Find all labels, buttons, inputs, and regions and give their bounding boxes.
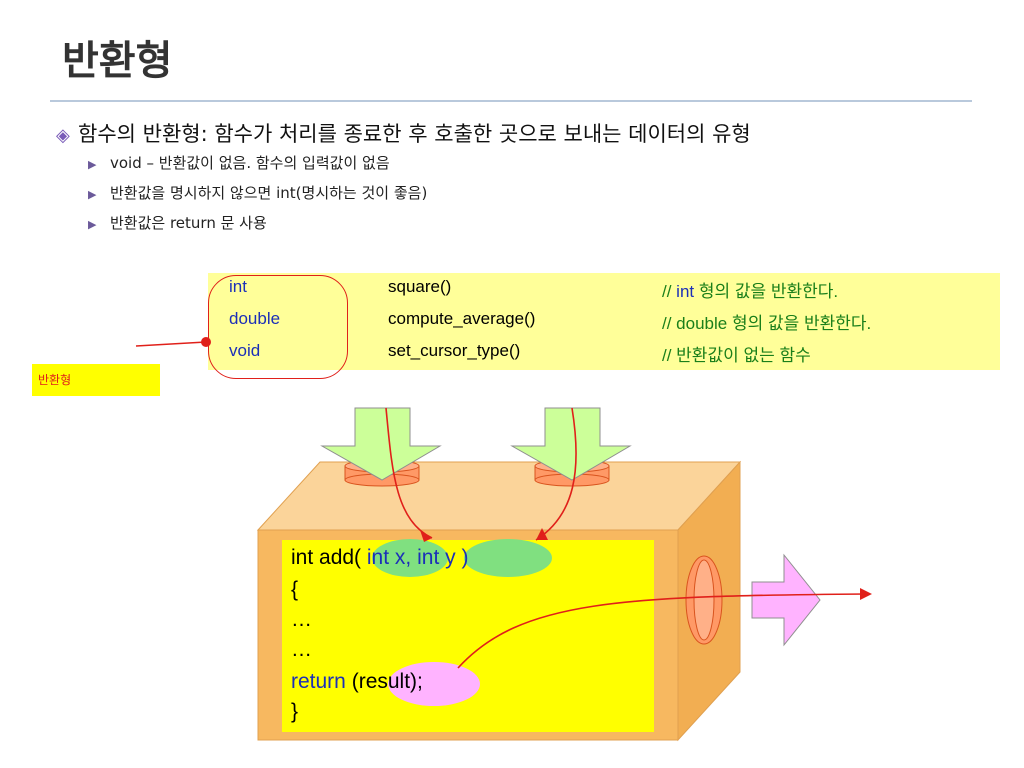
callout-dot [201, 337, 211, 347]
main-bullet: ◈ 함수의 반환형: 함수가 처리를 종료한 후 호출한 곳으로 보내는 데이터의… [56, 118, 751, 148]
return-type-highlight [208, 275, 348, 379]
comment-double: // double 형의 값을 반환한다. [662, 314, 872, 333]
return-keyword: return [291, 670, 352, 693]
func-compute-average: compute_average() [388, 309, 536, 328]
result-value: (result) [351, 670, 418, 693]
code-line-close-brace: } [291, 700, 299, 723]
triangle-bullet-icon: ▶ [88, 218, 97, 231]
code-line-ellipsis: … [291, 638, 312, 661]
triangle-bullet-icon: ▶ [88, 188, 97, 201]
flow-line-x [385, 407, 433, 539]
triangle-bullet-icon: ▶ [88, 158, 97, 171]
flow-line-y [535, 407, 577, 541]
callout-line [135, 341, 207, 347]
sub-bullet-text: void – 반환값이 없음. 함수의 입력값이 없음 [110, 154, 390, 172]
sub-bullet: ▶ void – 반환값이 없음. 함수의 입력값이 없음 [88, 152, 390, 173]
title-divider [50, 100, 972, 102]
param-y-ellipse [464, 539, 552, 577]
output-arrow [751, 553, 821, 647]
main-bullet-text: 함수의 반환형: 함수가 처리를 종료한 후 호출한 곳으로 보내는 데이터의 … [78, 122, 751, 146]
flow-line-result [457, 593, 869, 669]
comment-keyword: double [676, 314, 728, 333]
code-area [282, 540, 654, 732]
comment-void: // 반환값이 없는 함수 [662, 346, 811, 365]
return-type-double: double [229, 309, 281, 328]
param-x: int x, [366, 546, 412, 569]
param-y: int y ) [417, 546, 469, 569]
param-x-ellipse [372, 539, 448, 577]
callout-label-box: 반환형 [32, 364, 160, 396]
func-square: square() [388, 277, 452, 296]
func-set-cursor-type: set_cursor_type() [388, 341, 521, 360]
input-arrow-left [320, 407, 442, 481]
code-line-ellipsis: … [291, 608, 312, 631]
return-type-void: void [229, 341, 261, 360]
comment-int: // int 형의 값을 반환한다. [662, 282, 839, 301]
diamond-bullet-icon: ◈ [56, 125, 70, 146]
sub-bullet: ▶ 반환값은 return 문 사용 [88, 212, 267, 233]
sub-bullet-text: 반환값은 return 문 사용 [110, 214, 267, 232]
sub-bullet: ▶ 반환값을 명시하지 않으면 int(명시하는 것이 좋음) [88, 182, 427, 203]
box-top [256, 461, 742, 531]
output-slot [685, 555, 723, 645]
comment-keyword: int [676, 282, 695, 301]
callout-label: 반환형 [38, 373, 72, 387]
page-title: 반환형 [62, 38, 173, 84]
code-line-signature: int add( int x, int y ) [291, 546, 469, 569]
result-ellipse [388, 662, 480, 706]
code-line-open-brace: { [291, 578, 299, 601]
code-line-return: return (result); [291, 670, 423, 693]
input-arrow-right [510, 407, 632, 481]
sub-bullet-text: 반환값을 명시하지 않으면 int(명시하는 것이 좋음) [110, 184, 428, 202]
